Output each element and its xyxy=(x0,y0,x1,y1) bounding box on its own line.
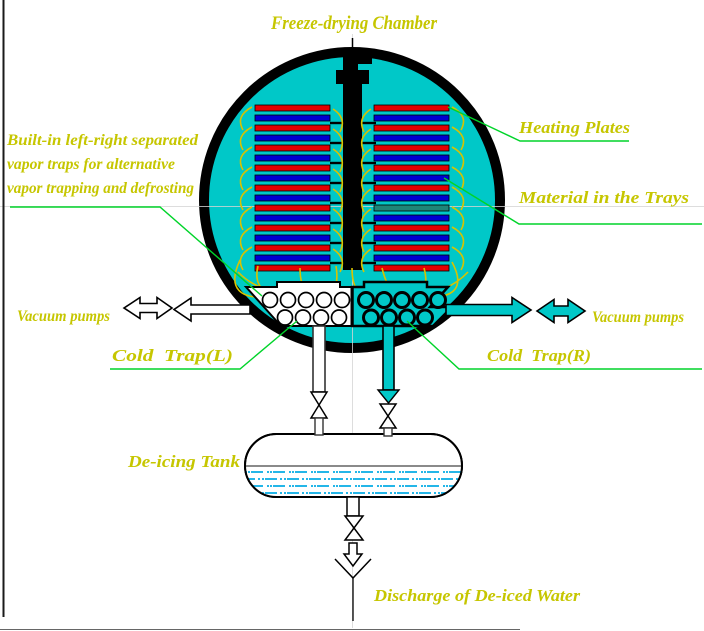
labels: Freeze-drying Chamber Heating Plates Mat… xyxy=(6,13,690,605)
shelf-support-ticks xyxy=(330,121,376,265)
builtin-note-line1: Built-in left-right separated xyxy=(6,132,198,149)
vacuum-duct-arrow-left-icon xyxy=(172,296,251,323)
valve-right-icon xyxy=(378,403,398,429)
valve-left-icon xyxy=(309,391,329,419)
heating-plate-stack-left xyxy=(254,104,331,272)
vacuum-duct-arrow-right-icon xyxy=(445,296,533,324)
tank-water xyxy=(245,466,462,497)
vacuum-pumps-left-label: Vacuum pumps xyxy=(17,308,110,325)
leader-cold-trap-right xyxy=(406,320,702,370)
leader-heating-plates xyxy=(447,106,629,142)
vacuum-double-arrow-left-icon xyxy=(122,295,174,321)
pipe-right xyxy=(382,325,395,391)
leader-builtin-note xyxy=(10,206,263,297)
cold-trap-right-coils xyxy=(357,291,447,327)
cold-trap-left xyxy=(243,281,353,327)
material-trays-label: Material in the Trays xyxy=(518,188,690,207)
discharge-label: Discharge of De-iced Water xyxy=(373,586,580,605)
builtin-note-line2: vapor traps for alternative xyxy=(7,156,175,173)
leader-material-trays xyxy=(443,177,702,225)
cold-trap-right-label: Cold Trap(R) xyxy=(487,346,591,365)
discharge-arrow-icon xyxy=(342,542,364,568)
deicing-tank-label: De-icing Tank xyxy=(127,452,241,471)
cold-trap-left-label: Cold Trap(L) xyxy=(112,346,233,365)
vacuum-pumps-right-label: Vacuum pumps xyxy=(592,309,684,326)
flow-arrowhead-icon xyxy=(376,389,401,405)
drive-shaft xyxy=(336,38,372,270)
vacuum-double-arrow-right-icon xyxy=(535,297,587,325)
heating-plates-label: Heating Plates xyxy=(518,118,630,137)
cold-trap-left-coils xyxy=(261,291,351,326)
leader-lines xyxy=(10,106,702,370)
cold-trap-right xyxy=(351,280,456,328)
pipe-left xyxy=(312,325,326,393)
leader-cold-trap-left xyxy=(110,320,298,370)
piping xyxy=(309,325,401,621)
deicing-tank xyxy=(244,433,463,498)
builtin-note-line3: vapor trapping and defrosting xyxy=(7,180,194,197)
heating-plate-stack-right xyxy=(373,104,450,272)
drain-valve-icon xyxy=(343,515,365,541)
chamber-title: Freeze-drying Chamber xyxy=(270,13,437,34)
page-border xyxy=(0,0,520,630)
